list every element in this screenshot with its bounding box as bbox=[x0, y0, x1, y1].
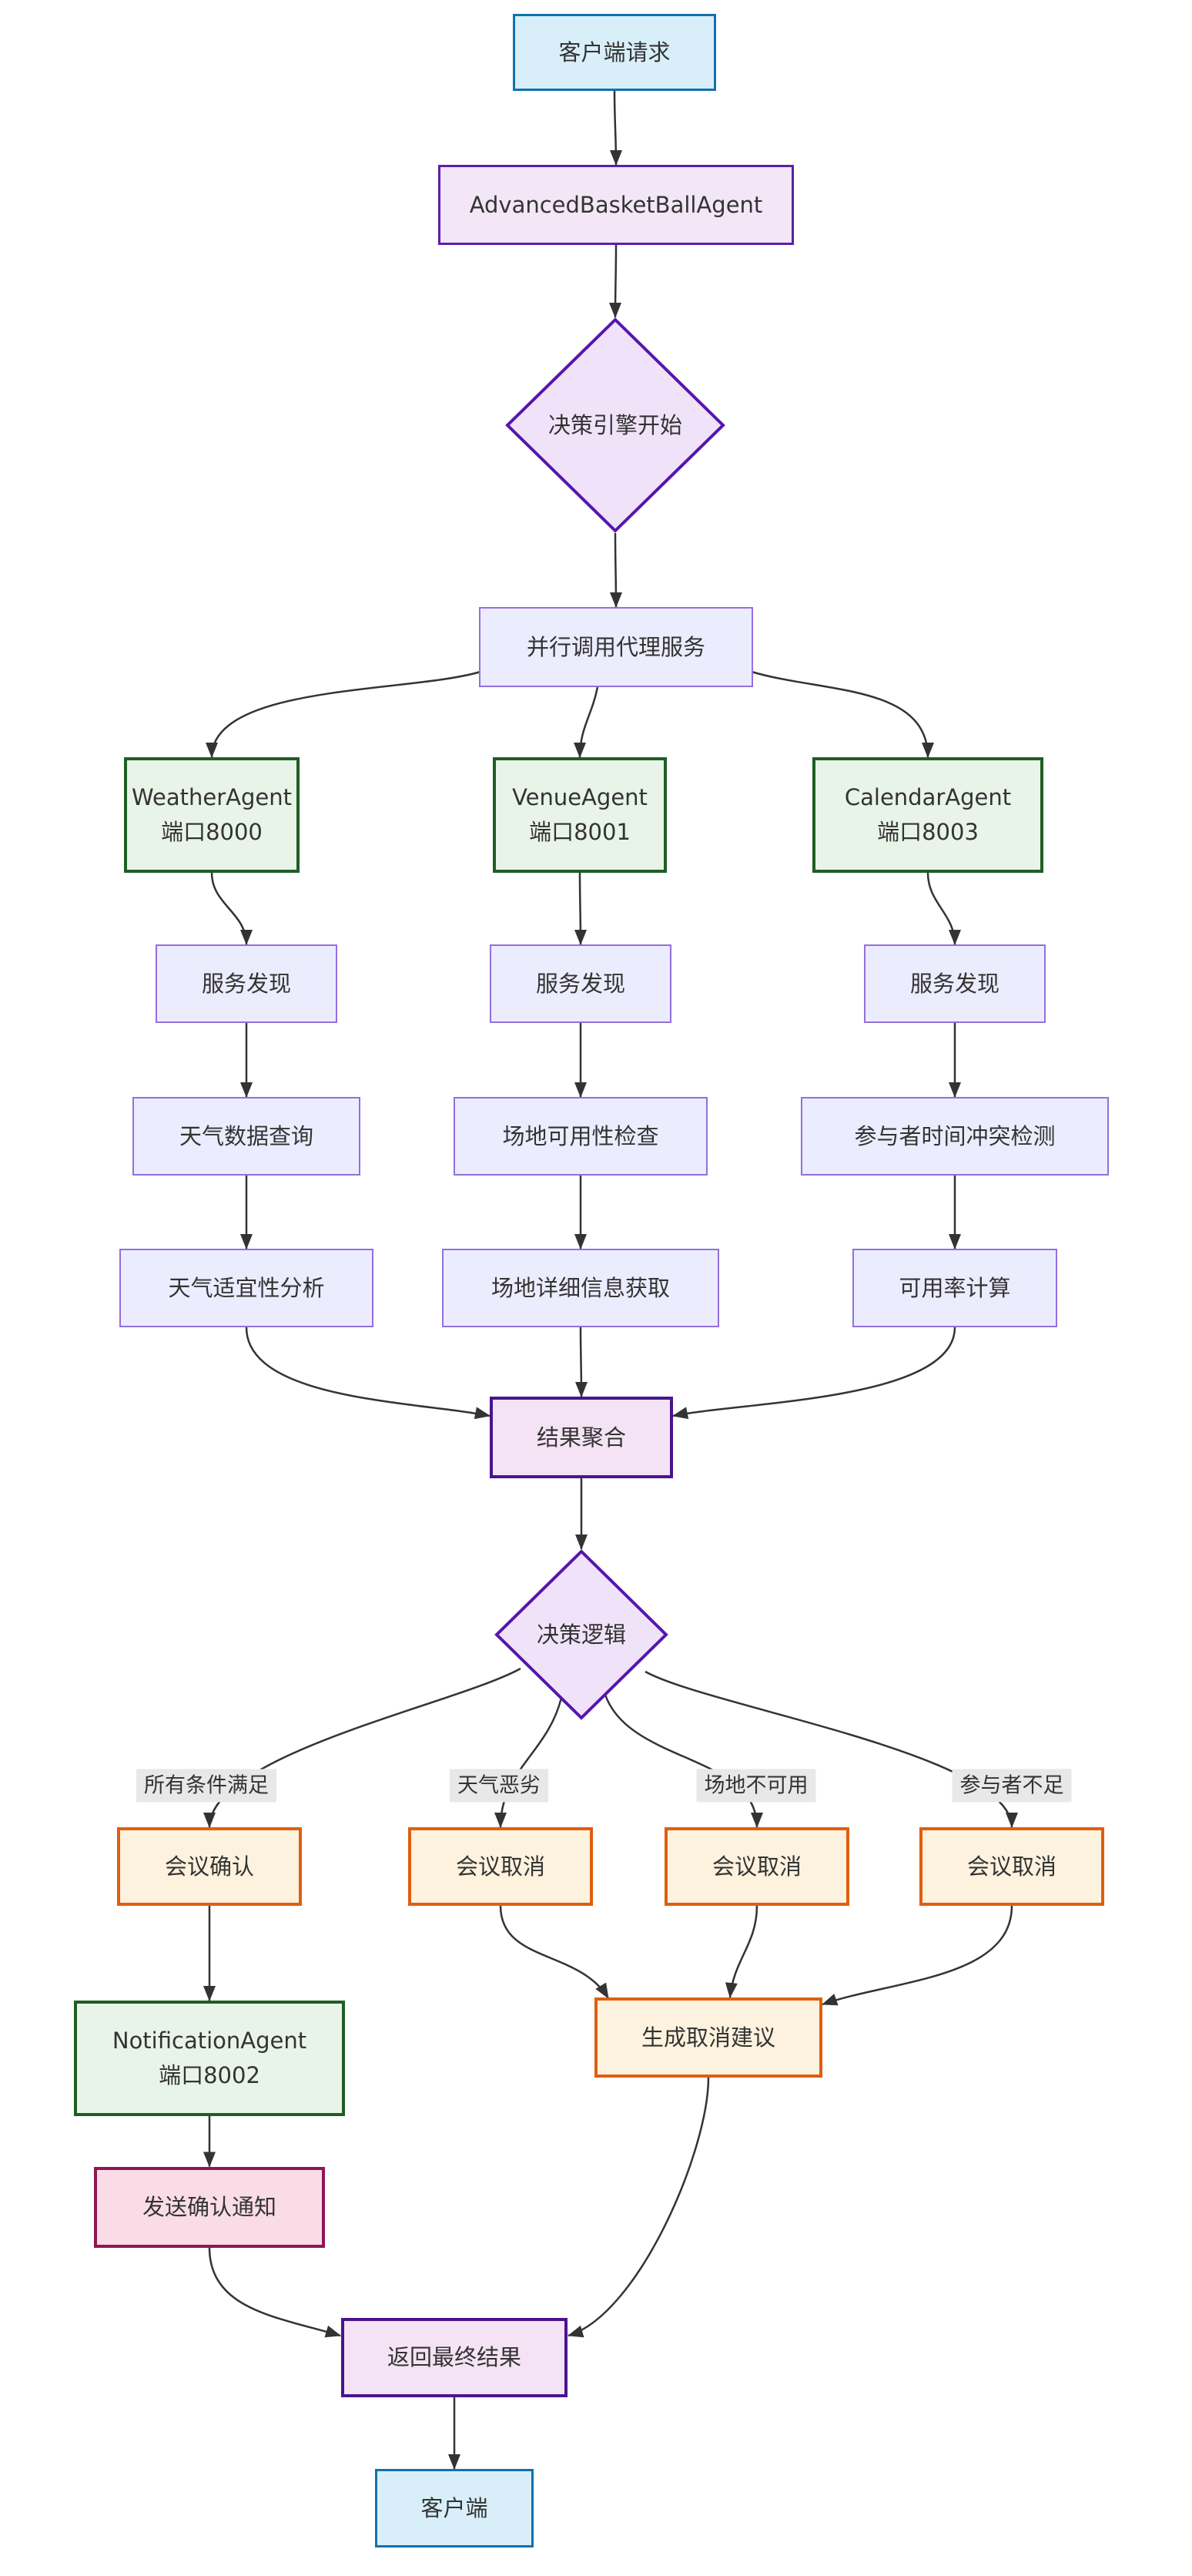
node-generate-cancel-suggestion: 生成取消建议 bbox=[594, 1997, 822, 2078]
node-label: 会议取消 bbox=[712, 1853, 802, 1880]
edge-parallel-to-weatherAgent bbox=[206, 670, 481, 758]
edge-decisionLogic-to-cancel2 bbox=[604, 1694, 763, 1828]
node-label: 生成取消建议 bbox=[641, 2024, 775, 2051]
node-service-discovery-1: 服务发现 bbox=[156, 944, 337, 1023]
node-label: 可用率计算 bbox=[899, 1274, 1011, 1301]
node-meeting-confirm: 会议确认 bbox=[117, 1827, 302, 1906]
node-service-discovery-3: 服务发现 bbox=[864, 944, 1046, 1023]
edge-label-all-conditions-met: 所有条件满足 bbox=[136, 1769, 276, 1803]
edge-calendarAgent-to-sd3 bbox=[926, 872, 961, 945]
node-send-confirm-notification: 发送确认通知 bbox=[94, 2166, 325, 2248]
node-label: 发送确认通知 bbox=[142, 2193, 276, 2220]
edge-cancel3-to-genCancel bbox=[822, 1905, 1013, 2006]
node-meeting-cancel-3: 会议取消 bbox=[919, 1827, 1104, 1906]
node-result-aggregate: 结果聚合 bbox=[490, 1397, 673, 1478]
node-meeting-cancel-2: 会议取消 bbox=[665, 1827, 849, 1906]
node-label: AdvancedBasketBallAgent bbox=[469, 191, 763, 218]
node-label: 参与者时间冲突检测 bbox=[854, 1122, 1056, 1149]
node-label: 并行调用代理服务 bbox=[526, 633, 705, 660]
edge-decisionStart-to-parallel bbox=[609, 532, 622, 608]
edge-parallel-to-calendarAgent bbox=[751, 670, 934, 758]
node-label: 场地可用性检查 bbox=[502, 1122, 659, 1149]
node-advanced-basketball-agent: AdvancedBasketBallAgent bbox=[438, 165, 794, 245]
edge-decisionLogic-to-cancel3 bbox=[645, 1670, 1018, 1828]
edge-label-venue-unavailable: 场地不可用 bbox=[696, 1769, 816, 1803]
node-label: 会议取消 bbox=[455, 1853, 545, 1880]
node-service-discovery-2: 服务发现 bbox=[490, 944, 671, 1023]
node-label: 服务发现 bbox=[909, 970, 999, 997]
node-label: 天气适宜性分析 bbox=[168, 1274, 325, 1301]
node-label: 决策引擎开始 bbox=[547, 411, 682, 438]
node-venue-availability-check: 场地可用性检查 bbox=[454, 1097, 708, 1176]
diamond-shape bbox=[494, 1549, 668, 1720]
node-parallel-call-agents: 并行调用代理服务 bbox=[479, 607, 753, 687]
node-label: 会议确认 bbox=[164, 1853, 254, 1880]
edge-label-insufficient-participants: 参与者不足 bbox=[952, 1769, 1072, 1803]
node-label: 服务发现 bbox=[201, 970, 291, 997]
node-availability-rate-calc: 可用率计算 bbox=[852, 1249, 1057, 1327]
edge-cancel1-to-genCancel bbox=[499, 1905, 610, 1999]
edge-label-bad-weather: 天气恶劣 bbox=[450, 1769, 548, 1803]
node-weather-suitability-analysis: 天气适宜性分析 bbox=[119, 1249, 373, 1327]
node-label: 客户端请求 bbox=[558, 39, 671, 65]
node-client-request: 客户端请求 bbox=[513, 14, 716, 91]
edge-decisionLogic-to-cancel1 bbox=[494, 1697, 563, 1828]
edge-clientReq-to-advAgent bbox=[609, 90, 622, 166]
node-label: 返回最终结果 bbox=[387, 2343, 521, 2370]
edge-weatherAnalysis-to-aggregate bbox=[245, 1327, 491, 1420]
edge-cancel2-to-genCancel bbox=[725, 1905, 758, 1998]
node-label: 决策逻辑 bbox=[536, 1621, 626, 1648]
node-weather-data-query: 天气数据查询 bbox=[132, 1097, 360, 1176]
node-label: 天气数据查询 bbox=[179, 1122, 313, 1149]
edge-advAgent-to-decisionStart bbox=[609, 244, 622, 318]
node-label: 结果聚合 bbox=[536, 1424, 626, 1451]
node-meeting-cancel-1: 会议取消 bbox=[408, 1827, 593, 1906]
node-client: 客户端 bbox=[375, 2469, 534, 2547]
node-label: 客户端 bbox=[420, 2494, 488, 2521]
node-participant-conflict-check: 参与者时间冲突检测 bbox=[801, 1097, 1109, 1176]
node-decision-engine-start: 决策引擎开始 bbox=[505, 317, 725, 533]
edge-genCancel-to-finalResult bbox=[568, 2077, 710, 2338]
edge-sendNotify-to-finalResult bbox=[208, 2247, 341, 2338]
edge-availCalc-to-aggregate bbox=[672, 1327, 956, 1420]
node-decision-logic: 决策逻辑 bbox=[494, 1549, 668, 1720]
node-label: 服务发现 bbox=[535, 970, 625, 997]
edge-decisionLogic-to-confirm bbox=[203, 1667, 521, 1828]
node-venue-detail-fetch: 场地详细信息获取 bbox=[442, 1249, 719, 1327]
edge-weatherAgent-to-sd1 bbox=[210, 872, 253, 945]
node-return-final-result: 返回最终结果 bbox=[341, 2317, 568, 2397]
diamond-shape bbox=[505, 317, 725, 533]
edge-parallel-to-venueAgent bbox=[574, 686, 599, 758]
edge-venueAgent-to-sd2 bbox=[574, 872, 587, 945]
node-label: 会议取消 bbox=[966, 1853, 1056, 1880]
node-label: 场地详细信息获取 bbox=[491, 1274, 670, 1301]
